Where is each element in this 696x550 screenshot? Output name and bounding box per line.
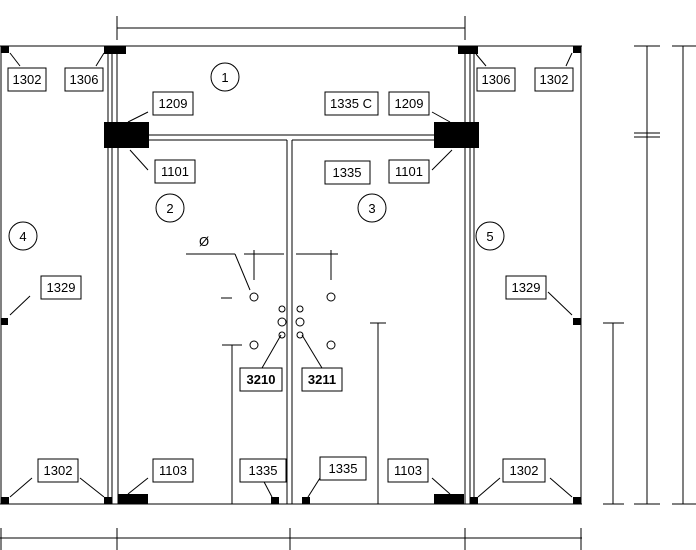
label-3210: 3210: [239, 367, 283, 392]
svg-text:1302: 1302: [540, 72, 569, 87]
svg-text:1101: 1101: [161, 164, 189, 179]
svg-text:1: 1: [221, 70, 228, 85]
svg-text:1302: 1302: [13, 72, 42, 87]
label-3211: 3211: [301, 367, 343, 392]
label-1329-right: 1329: [505, 275, 547, 300]
panel-marker-1: 1: [210, 62, 240, 92]
label-1335-bottom-left: 1335: [239, 458, 287, 483]
svg-text:1302: 1302: [44, 463, 73, 478]
svg-text:3211: 3211: [308, 372, 336, 387]
panel-marker-2: 2: [155, 193, 185, 223]
door-leaf-right: [291, 139, 466, 504]
svg-text:1335: 1335: [333, 165, 362, 180]
top-dimension: [116, 16, 466, 40]
svg-text:2: 2: [166, 201, 173, 216]
svg-text:5: 5: [486, 229, 493, 244]
panel-marker-5: 5: [475, 221, 505, 251]
svg-text:1329: 1329: [47, 280, 76, 295]
svg-text:1306: 1306: [482, 72, 511, 87]
svg-text:1335: 1335: [329, 461, 358, 476]
right-dimensions: [603, 45, 696, 505]
svg-text:3210: 3210: [247, 372, 276, 387]
label-1302-bottom-right: 1302: [502, 458, 546, 483]
svg-text:1335 C: 1335 C: [330, 96, 372, 111]
svg-text:1103: 1103: [159, 463, 187, 478]
outer-frame: [0, 45, 582, 505]
label-1302-top-left: 1302: [7, 67, 47, 92]
label-1103-bottom-right: 1103: [387, 458, 429, 483]
door-leaf-left: [117, 139, 288, 504]
svg-text:1209: 1209: [395, 96, 424, 111]
label-1302-bottom-left: 1302: [37, 458, 79, 483]
svg-text:1209: 1209: [159, 96, 188, 111]
label-1209-left: 1209: [152, 91, 194, 116]
bottom-dimensions: [0, 528, 582, 550]
label-1209-right: 1209: [388, 91, 430, 116]
panel-marker-4: 4: [8, 221, 38, 251]
right-sidelight: [458, 46, 581, 504]
door-header: [104, 46, 479, 171]
svg-text:3: 3: [368, 201, 375, 216]
left-sidelight: [1, 46, 126, 504]
label-1335-bottom-right: 1335: [319, 456, 367, 481]
label-1101-left: 1101: [154, 159, 196, 184]
label-1101-right: 1101: [388, 159, 430, 184]
svg-text:1335: 1335: [249, 463, 278, 478]
svg-text:1302: 1302: [510, 463, 539, 478]
svg-text:1103: 1103: [394, 463, 422, 478]
label-1103-bottom-left: 1103: [152, 458, 194, 483]
svg-text:1306: 1306: [70, 72, 99, 87]
svg-text:1101: 1101: [395, 164, 423, 179]
label-1335-top: 1335: [324, 160, 371, 185]
svg-text:1329: 1329: [512, 280, 541, 295]
svg-text:4: 4: [19, 229, 26, 244]
label-1335c: 1335 C: [324, 91, 379, 116]
handle-holes: [186, 250, 338, 369]
label-1329-left: 1329: [40, 275, 82, 300]
label-1306-top-left: 1306: [64, 67, 104, 92]
label-1306-top-right: 1306: [476, 67, 516, 92]
diameter-symbol: Ø: [199, 234, 209, 249]
label-1302-top-right: 1302: [534, 67, 574, 92]
panel-marker-3: 3: [357, 193, 387, 223]
